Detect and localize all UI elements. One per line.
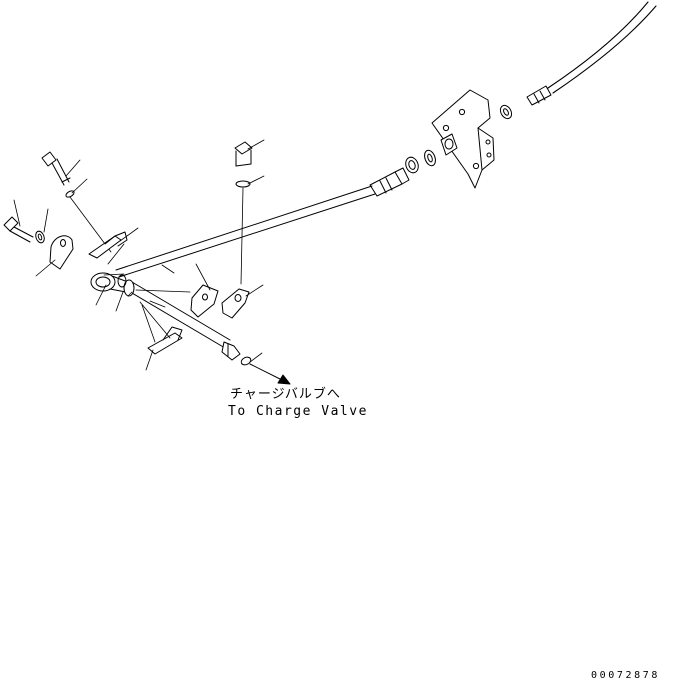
bolt-top-left xyxy=(41,151,71,186)
mounting-bracket xyxy=(431,89,495,189)
bolt-center xyxy=(234,141,253,167)
leader-lines xyxy=(13,139,265,371)
clip-center-left xyxy=(190,284,219,318)
flexible-hose xyxy=(547,1,657,94)
washer-left xyxy=(35,230,45,244)
clip-left xyxy=(49,235,74,270)
drawing-number: 00072878 xyxy=(591,670,660,681)
nut xyxy=(405,156,419,174)
bolt-left xyxy=(3,216,34,243)
washer-center xyxy=(235,180,251,188)
rigid-tube xyxy=(115,185,376,278)
o-ring-right xyxy=(499,104,513,120)
tube-fitting xyxy=(369,167,410,197)
clip-center-right xyxy=(221,288,250,319)
callout-label-japanese: チャージバルブへ xyxy=(230,387,341,402)
callout-label-english: To Charge Valve xyxy=(228,404,368,419)
lower-hose-fitting xyxy=(221,341,241,361)
hose-end-fitting xyxy=(526,85,552,106)
o-ring-lower xyxy=(240,356,252,366)
washer xyxy=(424,149,436,167)
direction-arrow xyxy=(249,363,291,385)
clip-top-left xyxy=(88,231,128,259)
lower-hose xyxy=(126,281,231,349)
